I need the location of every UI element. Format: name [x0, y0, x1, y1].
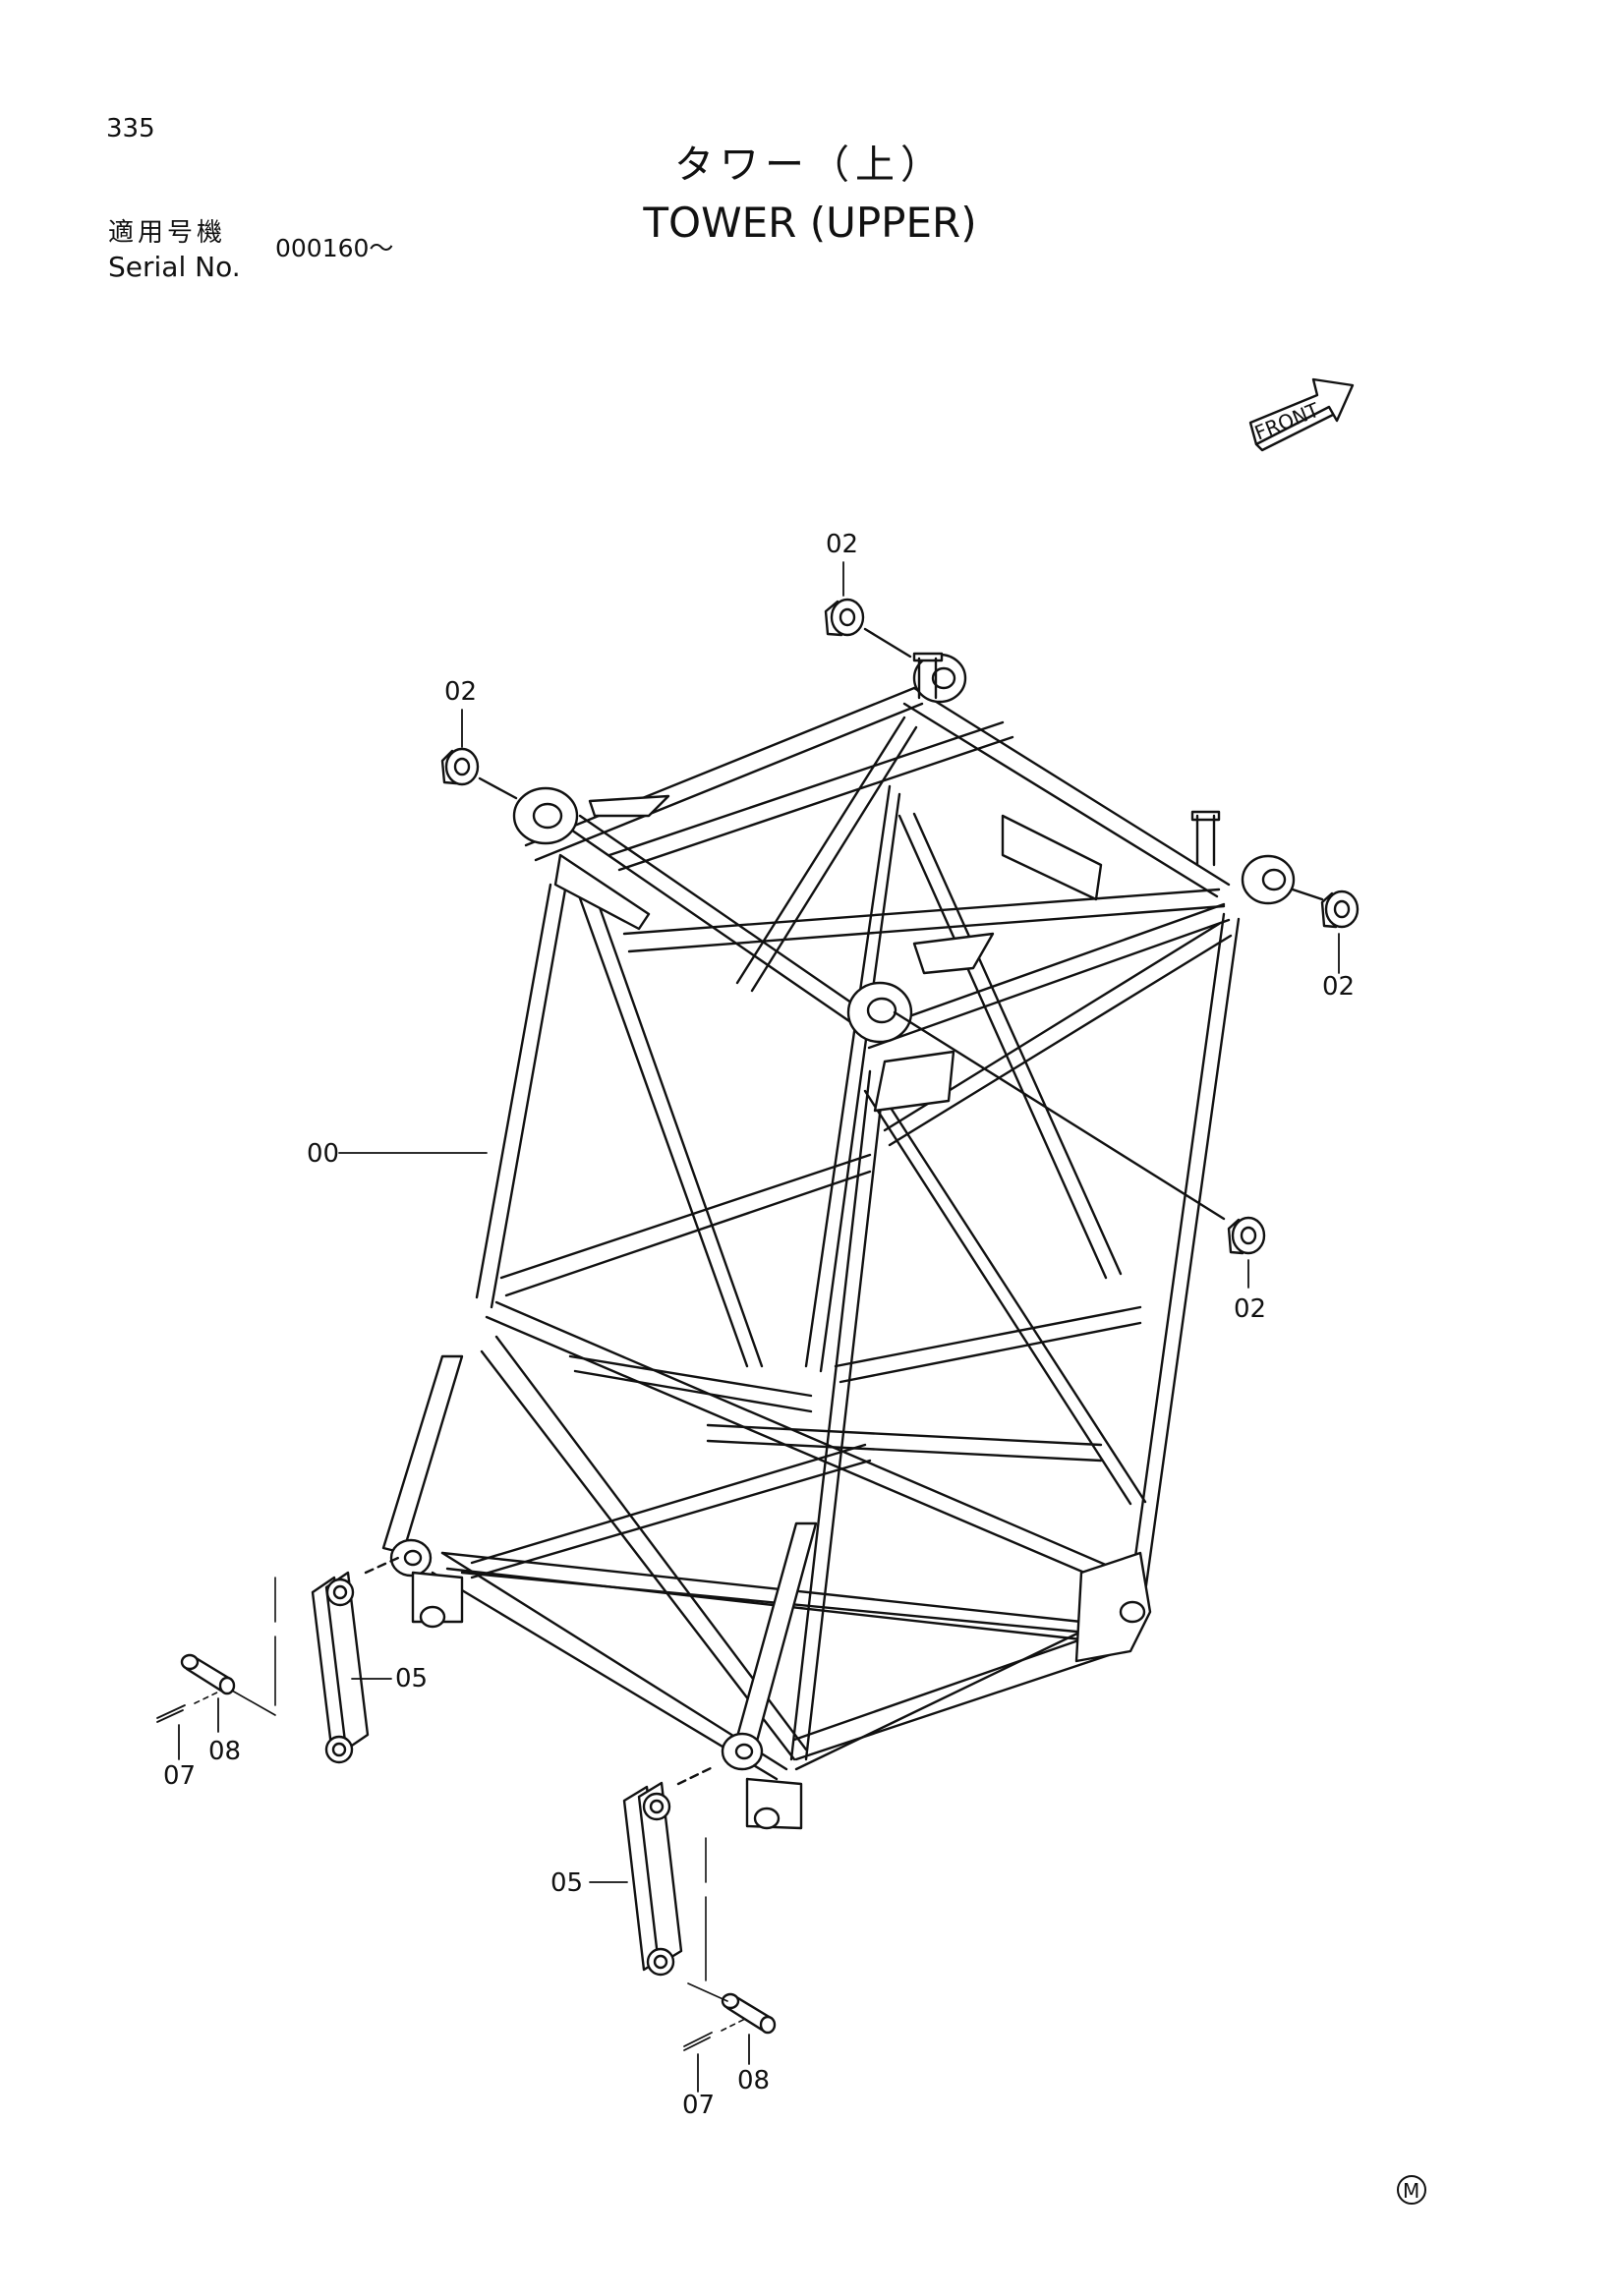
pin-right [687, 1982, 777, 2035]
callout-bushing-left: 02 [444, 677, 477, 707]
callout-bushing-lower: 02 [1234, 1294, 1266, 1324]
link-left [274, 1556, 400, 1764]
leader-lines [178, 561, 1340, 2093]
bushing-left [440, 747, 518, 800]
callout-cotter-left: 07 [163, 1761, 196, 1791]
serial-label-japanese: 適用号機 [108, 218, 227, 248]
page-title-japanese: タワー（上） [674, 143, 946, 188]
page-title: TOWER (UPPER) [643, 199, 977, 247]
cotter-right [683, 2017, 748, 2051]
page-number: 335 [106, 114, 155, 144]
mark-letter: M [1403, 2179, 1419, 2203]
callout-bushing-top: 02 [826, 530, 858, 559]
serial-label: Serial No. [108, 251, 241, 283]
serial-value: 000160～ [275, 234, 394, 262]
callout-cotter-right: 07 [682, 2091, 715, 2120]
bushing-lower [893, 1010, 1266, 1255]
callout-link-right: 05 [550, 1868, 583, 1898]
callout-frame: 00 [307, 1139, 339, 1169]
front-arrow-icon: FRONT [1248, 377, 1355, 452]
callout-pin-right: 08 [737, 2066, 770, 2095]
callout-bushing-right: 02 [1322, 972, 1355, 1002]
pin-left [180, 1653, 276, 1716]
callout-link-left: 05 [395, 1664, 428, 1693]
bushing-right [1291, 888, 1360, 929]
tower-frame [381, 652, 1296, 1830]
cotter-left [156, 1690, 222, 1723]
bushing-top [824, 598, 912, 659]
link-right [622, 1765, 715, 1981]
callout-pin-left: 08 [208, 1737, 241, 1766]
circled-m-mark: M [1397, 2175, 1426, 2205]
